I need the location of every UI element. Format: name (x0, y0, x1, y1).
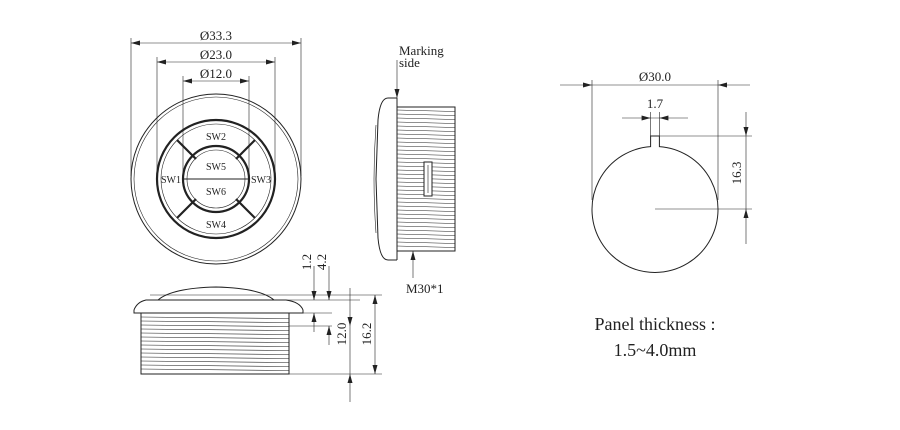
thread-label: M30*1 (406, 281, 444, 296)
dim-outer-diameter: Ø33.3 (200, 28, 232, 43)
thread-line (140, 340, 290, 343)
thread-lines (140, 316, 290, 371)
thread-line (396, 221, 456, 224)
thread-line (140, 352, 290, 355)
thread-line (396, 217, 456, 220)
dim-mid-diameter: Ø23.0 (200, 47, 232, 62)
dim-inner-diameter: Ø12.0 (200, 66, 232, 81)
thread-line (396, 245, 456, 248)
thread-line (140, 328, 290, 331)
thread-line (396, 109, 456, 112)
thread-line (396, 201, 456, 204)
cutout-diameter: Ø30.0 (639, 69, 671, 84)
thread-line (396, 133, 456, 136)
slot-width: 1.7 (647, 96, 664, 111)
panel-note: Panel thickness : 1.5~4.0mm (595, 314, 716, 360)
thread-line (396, 205, 456, 208)
thread-line (396, 113, 456, 116)
sw5-label: SW5 (206, 162, 226, 173)
side-view: Marking side M30*1 (373, 43, 456, 296)
panel-thickness-value: 1.5~4.0mm (614, 340, 697, 360)
thread-line (396, 157, 456, 160)
thread-line (396, 225, 456, 228)
thread-line (140, 344, 290, 347)
slot-depth: 16.3 (729, 162, 744, 185)
thread-line (396, 117, 456, 120)
thread-line (396, 149, 456, 152)
thread-line (140, 316, 290, 319)
thread-line (140, 348, 290, 351)
cutout-view: Ø30.0 1.7 16.3 (560, 69, 752, 273)
thread-line (396, 197, 456, 200)
thread-line (140, 336, 290, 339)
dim-16-2: 16.2 (359, 323, 374, 346)
sw6-label: SW6 (206, 187, 226, 198)
sw3-label: SW3 (251, 175, 271, 186)
thread-line (396, 153, 456, 156)
thread-line (396, 121, 456, 124)
thread-line (396, 233, 456, 236)
thread-line (396, 145, 456, 148)
thread-line (396, 241, 456, 244)
thread-line (396, 213, 456, 216)
thread-line (396, 209, 456, 212)
marking-side-line2: side (399, 55, 420, 70)
thread-line (396, 129, 456, 132)
dim-12-0: 12.0 (334, 323, 349, 346)
thread-line (396, 229, 456, 232)
thread-line (140, 356, 290, 359)
thread-line (140, 320, 290, 323)
thread-line (396, 141, 456, 144)
dim-1-2: 1.2 (299, 254, 314, 270)
thread-line (396, 137, 456, 140)
thread-line (140, 324, 290, 327)
thread-line (140, 332, 290, 335)
panel-thickness-label: Panel thickness : (595, 314, 716, 334)
thread-line (140, 360, 290, 363)
thread-line (140, 364, 290, 367)
marking-side-line1: Marking (399, 43, 444, 58)
thread-line (396, 237, 456, 240)
thread-line (140, 368, 290, 371)
sw4-label: SW4 (206, 220, 226, 231)
sw2-label: SW2 (206, 132, 226, 143)
bottom-view: 1.2 4.2 12.0 16.2 (133, 254, 382, 402)
sw1-label: SW1 (161, 175, 181, 186)
front-view: SW2 SW5 SW6 SW4 SW1 SW3 Ø33.3 Ø23.0 Ø12.… (130, 28, 302, 265)
thread-line (396, 125, 456, 128)
dim-4-2: 4.2 (314, 254, 329, 270)
